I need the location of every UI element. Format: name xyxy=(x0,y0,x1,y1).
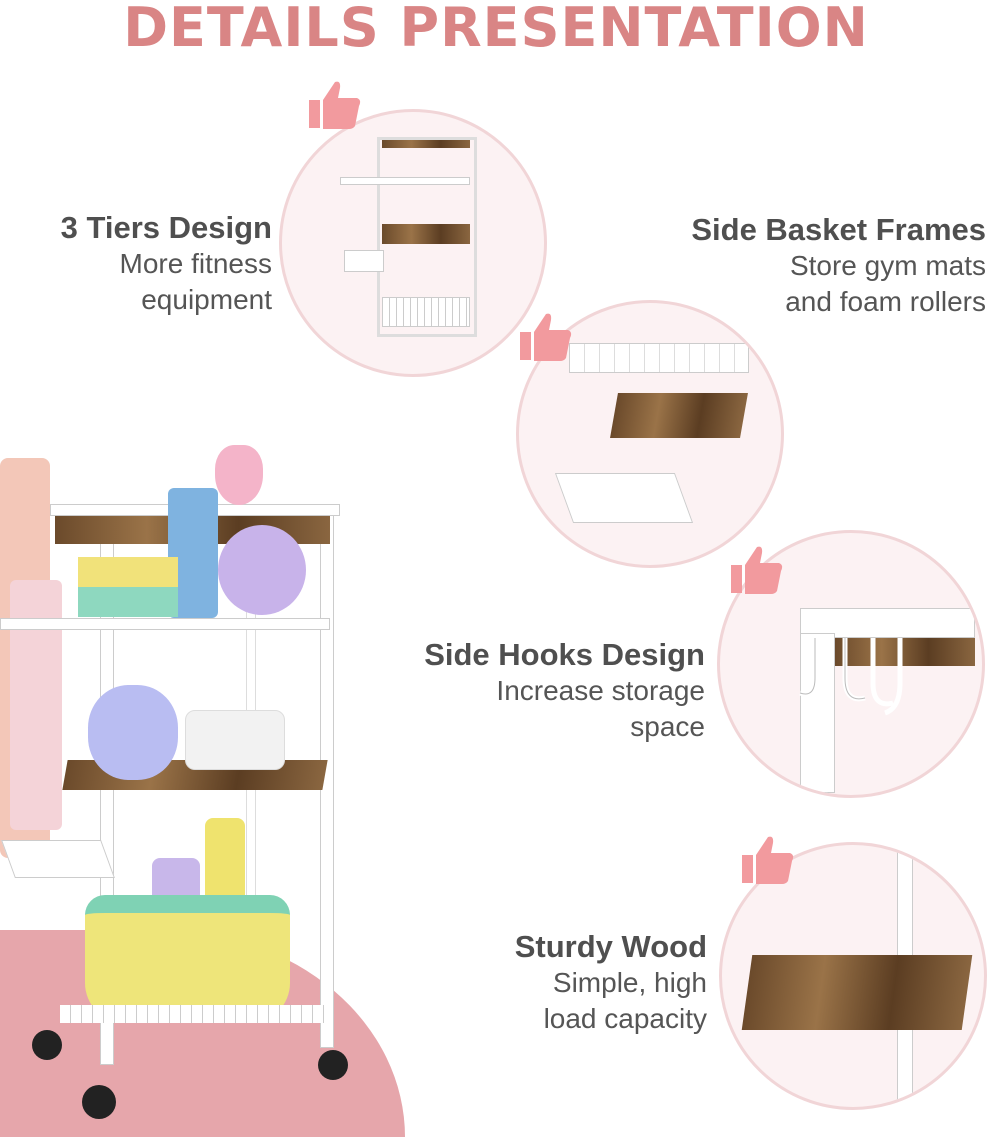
page-title: DETAILS PRESENTATION xyxy=(123,0,869,59)
product-cart-image xyxy=(0,440,360,1130)
feature-desc-line: equipment xyxy=(141,284,272,315)
feature-heading: Sturdy Wood xyxy=(514,929,707,964)
feature-desc-line: Increase storage xyxy=(496,675,705,706)
feature-desc-line: More fitness xyxy=(119,248,273,279)
detail-image-sturdy-wood xyxy=(719,842,987,1110)
feature-side-hooks: Side Hooks Design Increase storage space xyxy=(424,637,705,745)
thumbs-up-icon xyxy=(740,833,796,889)
feature-desc-line: load capacity xyxy=(543,1003,707,1034)
feature-desc-line: space xyxy=(630,711,705,742)
feature-heading: Side Basket Frames xyxy=(691,212,986,247)
feature-3-tiers: 3 Tiers Design More fitness equipment xyxy=(61,210,272,318)
thumbs-up-icon xyxy=(729,543,785,599)
detail-image-3-tiers xyxy=(279,109,547,377)
thumbs-up-icon xyxy=(518,310,574,366)
feature-heading: 3 Tiers Design xyxy=(60,210,272,245)
feature-side-basket: Side Basket Frames Store gym mats and fo… xyxy=(691,212,986,320)
feature-desc-line: Store gym mats xyxy=(789,250,986,281)
feature-heading: Side Hooks Design xyxy=(424,637,705,672)
thumbs-up-icon xyxy=(307,78,363,134)
feature-desc-line: Simple, high xyxy=(552,967,707,998)
feature-sturdy-wood: Sturdy Wood Simple, high load capacity xyxy=(515,929,707,1037)
feature-desc-line: and foam rollers xyxy=(785,286,986,317)
